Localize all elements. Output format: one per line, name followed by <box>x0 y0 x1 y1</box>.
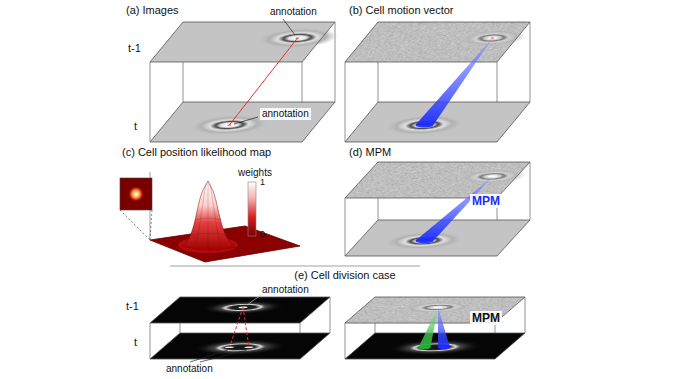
inset-leader <box>120 210 150 240</box>
motion-cone <box>415 38 492 128</box>
plate-outline <box>345 22 530 62</box>
panel-a-images <box>150 19 350 142</box>
cube-frame-part <box>150 62 151 142</box>
mpm-cone <box>438 307 450 349</box>
image-plate-part <box>490 37 495 38</box>
plate-outline <box>345 333 525 359</box>
image-plate-part <box>487 175 498 177</box>
image-plate-part <box>182 339 297 356</box>
annotation-label: annotation <box>166 363 213 375</box>
image-plate-part <box>487 37 498 39</box>
leader-line <box>247 295 261 305</box>
mpm-cone <box>419 307 439 349</box>
mpm-cone-part <box>415 238 433 243</box>
image-plate <box>150 22 350 62</box>
panel-d-mpm <box>345 162 539 256</box>
image-plate-part <box>345 333 525 359</box>
colorbar-tick: 1 <box>260 177 265 188</box>
panel-e-mpm <box>345 297 525 359</box>
mpm-cone-part <box>415 176 492 240</box>
panel-heading: (d) MPM <box>349 146 391 159</box>
image-plate-part <box>452 168 533 184</box>
leader-line <box>200 350 247 362</box>
image-plate-part <box>150 333 330 359</box>
image-plate <box>150 297 330 323</box>
peak-mesh-part <box>195 218 221 220</box>
image-plate-part <box>377 339 492 356</box>
peak-mesh-part <box>195 184 206 246</box>
cube-frame-part <box>345 323 346 359</box>
cube-frame <box>150 297 330 359</box>
colorbar-tick: 0 <box>260 229 265 240</box>
leader-line <box>234 117 258 124</box>
image-plate <box>345 22 539 62</box>
method-label: MPM <box>470 194 502 208</box>
inset-peak <box>128 186 144 202</box>
cube-frame-part <box>150 323 151 359</box>
method-label: MPM <box>470 311 502 325</box>
colorbar <box>248 182 256 236</box>
cube-frame-part <box>345 198 346 256</box>
inset-leader <box>150 210 152 240</box>
leader-line <box>283 19 295 35</box>
mpm-cone <box>415 176 492 243</box>
panel-heading: (a) Images <box>126 4 179 17</box>
correspondence-line <box>230 307 250 347</box>
panel-e-annotation-images <box>150 295 330 362</box>
plate-outline <box>150 22 335 62</box>
motion-cone-part <box>415 38 492 125</box>
panel-c-likelihood-map <box>120 172 300 262</box>
annotation-label: annotation <box>270 6 317 18</box>
cube-frame-part <box>530 22 531 102</box>
panel-heading: (b) Cell motion vector <box>349 4 454 17</box>
mpm-cone-part <box>419 345 431 349</box>
mpm-cone-part <box>419 307 439 347</box>
panel-b-motion-vector <box>345 22 539 142</box>
correspondence-line-part <box>230 307 244 347</box>
plate-outline <box>345 162 530 198</box>
frame-label: t <box>134 120 137 133</box>
likelihood-peak <box>182 181 236 250</box>
frame-label: t-1 <box>128 42 141 55</box>
separator-line <box>170 266 420 267</box>
cube-frame-part <box>530 162 531 220</box>
peak-mesh-part <box>210 184 221 247</box>
peak-mesh-part <box>208 182 209 250</box>
panel-heading: (e) Cell division case <box>294 269 395 282</box>
image-plate <box>345 333 525 359</box>
annotation-label: annotation <box>262 284 309 296</box>
frame-label: t-1 <box>126 300 139 313</box>
plate-outline <box>150 297 330 323</box>
cube-frame-part <box>525 297 526 333</box>
peak-mesh-part <box>188 233 229 236</box>
peak-mesh <box>188 182 229 250</box>
image-plate-part <box>224 124 235 126</box>
mpm-cone-part <box>438 345 450 349</box>
inset-map <box>120 178 152 210</box>
annotation-label: annotation <box>260 108 311 120</box>
cube-frame-part <box>330 297 331 333</box>
mpm-cone-part <box>438 307 450 347</box>
correspondence-line-part <box>243 307 249 347</box>
image-plate <box>150 333 330 359</box>
cube-frame <box>345 297 525 359</box>
image-plate-part <box>150 297 330 323</box>
image-plate <box>345 162 539 198</box>
plate-outline <box>150 333 330 359</box>
panel-heading: (c) Cell position likelihood map <box>122 146 271 159</box>
image-plate-part <box>452 29 533 47</box>
motion-cone-part <box>415 123 433 128</box>
colorbar-title: weights <box>238 167 272 179</box>
cube-frame-part <box>345 62 346 142</box>
frame-label: t <box>134 336 137 349</box>
